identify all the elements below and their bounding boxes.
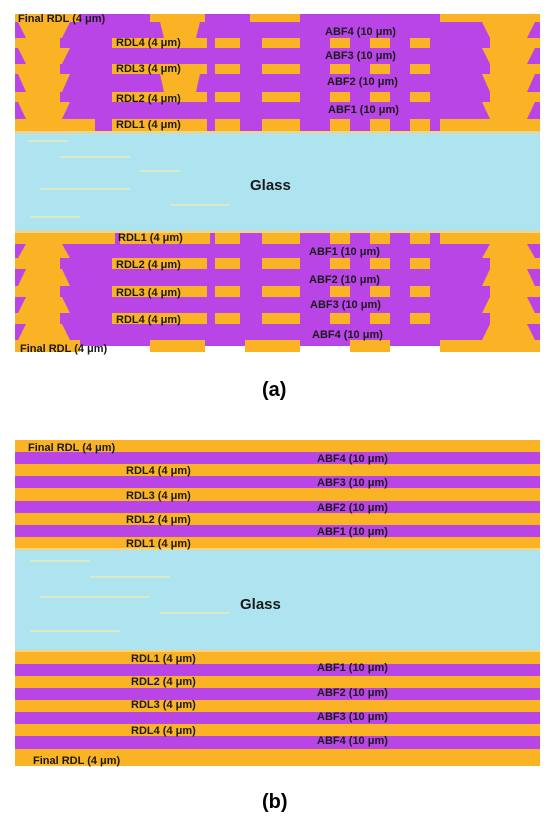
panel-a-top-rdl2-label: RDL2 (4 μm) xyxy=(116,93,181,105)
panel-b-top-abf3-label: ABF3 (10 μm) xyxy=(317,477,388,489)
panel-a-bottom-abf1-label: ABF1 (10 μm) xyxy=(309,246,380,258)
panel-a-top-abf4-label: ABF4 (10 μm) xyxy=(325,26,396,38)
panel-b-glass-artifacts xyxy=(30,560,230,632)
panel-a-top-abf2-label: ABF2 (10 μm) xyxy=(327,76,398,88)
panel-b-bottom-abf2-label: ABF2 (10 μm) xyxy=(317,687,388,699)
panel-b-cross-section: Final RDL (4 μm) RDL4 (4 μm) RDL3 (4 μm)… xyxy=(15,440,540,813)
panel-b-top-abf4-label: ABF4 (10 μm) xyxy=(317,453,388,465)
panel-b-top-abf1-label: ABF1 (10 μm) xyxy=(317,526,388,538)
panel-b-bottom-abf4-label: ABF4 (10 μm) xyxy=(317,735,388,747)
panel-b-bottom-rdl4-label: RDL4 (4 μm) xyxy=(131,725,196,737)
panel-a-bottom-final-rdl-label: Final RDL (4 μm) xyxy=(20,343,108,355)
panel-b-top-final-rdl-label: Final RDL (4 μm) xyxy=(28,442,116,454)
panel-a-bottom-rdl4-label: RDL4 (4 μm) xyxy=(116,314,181,326)
panel-a-glass-core xyxy=(15,132,540,232)
panel-a-top-vias xyxy=(18,22,535,119)
panel-a-glass-edge-bottom xyxy=(15,231,540,233)
panel-b-top-rdl1-label: RDL1 (4 μm) xyxy=(126,538,191,550)
panel-b-bottom-final-rdl-label: Final RDL (4 μm) xyxy=(33,755,121,767)
panel-b-bottom-stack xyxy=(15,652,540,766)
panel-b-caption: (b) xyxy=(262,791,288,813)
panel-b-bottom-abf3-label: ABF3 (10 μm) xyxy=(317,711,388,723)
panel-a-glass-label: Glass xyxy=(250,177,291,194)
panel-a-top-abf3-label: ABF3 (10 μm) xyxy=(325,50,396,62)
panel-b-top-rdl2-label: RDL2 (4 μm) xyxy=(126,514,191,526)
panel-b-bottom-rdl2-label: RDL2 (4 μm) xyxy=(131,676,196,688)
panel-b-top-stack xyxy=(15,440,540,549)
panel-a-bottom-rdl2-label: RDL2 (4 μm) xyxy=(116,259,181,271)
panel-a-through-glass-vias xyxy=(28,140,230,218)
panel-b-bottom-abf1-label: ABF1 (10 μm) xyxy=(317,662,388,674)
panel-b-glass-core xyxy=(15,549,540,651)
panel-a-bottom-abf2-label: ABF2 (10 μm) xyxy=(309,274,380,286)
panel-a-bottom-rdl3-label: RDL3 (4 μm) xyxy=(116,287,181,299)
panel-b-glass-edge-bottom xyxy=(15,650,540,652)
panel-b-glass-label: Glass xyxy=(240,596,281,613)
panel-a-bottom-abf3-label: ABF3 (10 μm) xyxy=(310,299,381,311)
panel-a-bottom-abf4-label: ABF4 (10 μm) xyxy=(312,329,383,341)
panel-b-bottom-rdl1-label: RDL1 (4 μm) xyxy=(131,653,196,665)
panel-a-bottom-vias xyxy=(18,244,535,340)
panel-a-bottom-rdl1-label: RDL1 (4 μm) xyxy=(118,232,183,244)
panel-a-bottom-rdl-traces xyxy=(15,233,540,352)
panel-a-caption: (a) xyxy=(262,379,286,401)
panel-a-top-rdl4-label: RDL4 (4 μm) xyxy=(116,37,181,49)
panel-a-cross-section: Final RDL (4 μm) RDL4 (4 μm) RDL3 (4 μm)… xyxy=(15,13,540,401)
panel-b-bottom-rdl3-label: RDL3 (4 μm) xyxy=(131,699,196,711)
panel-a-top-final-rdl-label: Final RDL (4 μm) xyxy=(18,13,106,25)
panel-a-top-abf1-label: ABF1 (10 μm) xyxy=(328,104,399,116)
panel-b-top-rdl3-label: RDL3 (4 μm) xyxy=(126,490,191,502)
panel-b-top-abf2-label: ABF2 (10 μm) xyxy=(317,502,388,514)
panel-a-top-rdl-traces xyxy=(15,14,540,131)
panel-b-top-rdl4-label: RDL4 (4 μm) xyxy=(126,465,191,477)
panel-a-top-rdl1-label: RDL1 (4 μm) xyxy=(116,119,181,131)
panel-a-glass-edge-top xyxy=(15,131,540,133)
panel-b-glass-edge-top xyxy=(15,548,540,550)
panel-a-top-rdl3-label: RDL3 (4 μm) xyxy=(116,63,181,75)
